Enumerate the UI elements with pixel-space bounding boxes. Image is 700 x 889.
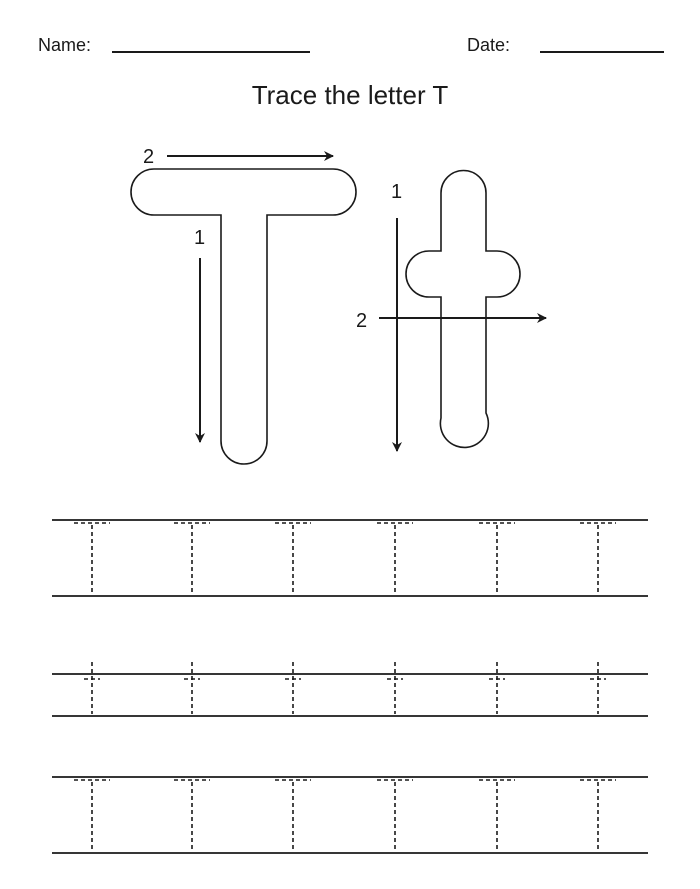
practice-rows xyxy=(52,519,648,854)
lowercase-letter-outline xyxy=(405,169,521,449)
name-label: Name: xyxy=(38,35,92,55)
lowercase-stroke2-number: 2 xyxy=(356,310,367,332)
date-label: Date: xyxy=(467,35,511,55)
lowercase-stroke1-number: 1 xyxy=(391,181,402,203)
date-field[interactable] xyxy=(540,51,664,53)
uppercase-letter-outline xyxy=(130,168,357,465)
uppercase-stroke1-number: 1 xyxy=(194,227,205,249)
page-title: Trace the letter T xyxy=(251,80,449,110)
name-field[interactable] xyxy=(112,51,310,53)
uppercase-stroke2-number: 2 xyxy=(143,146,154,168)
